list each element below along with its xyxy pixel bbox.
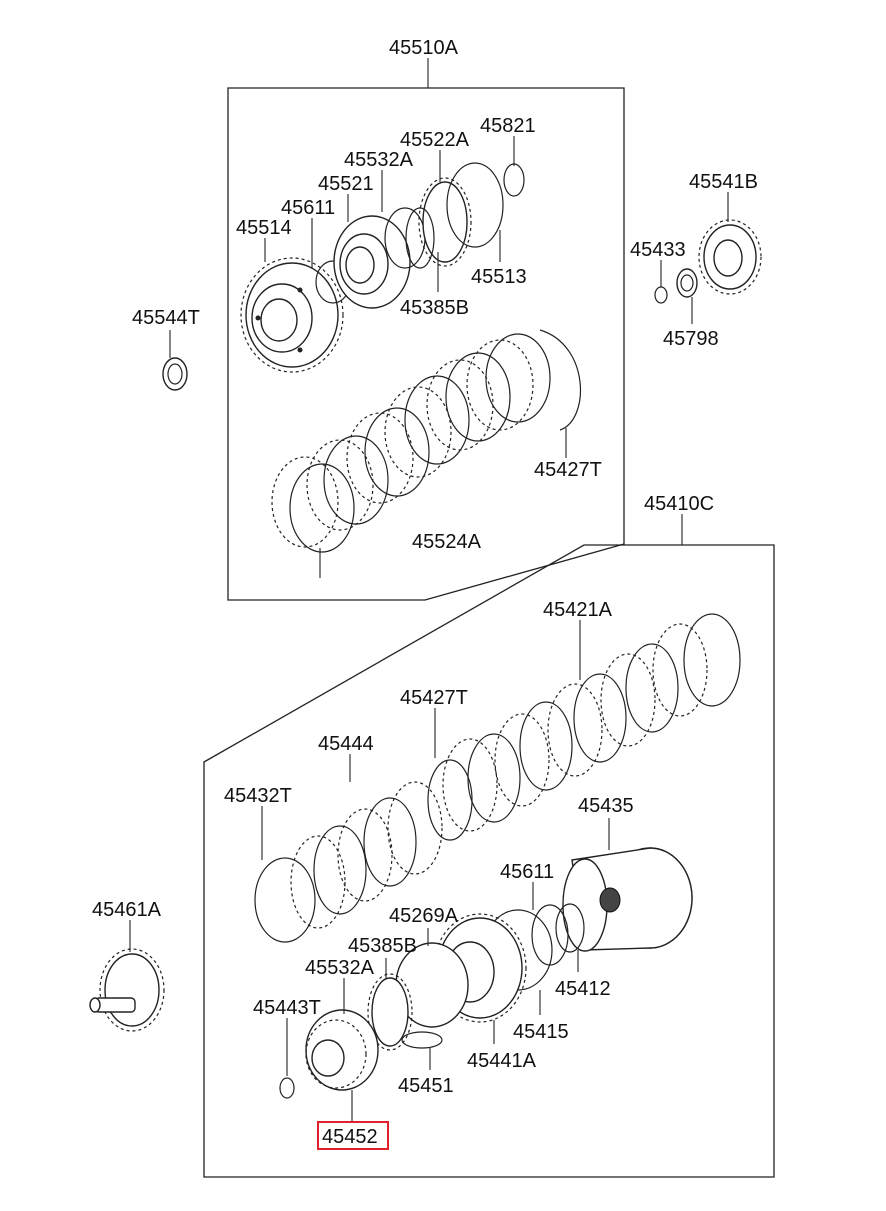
label-45410C[interactable]: 45410C [644, 493, 714, 515]
part-45443T-ring [279, 1077, 295, 1099]
part-45522A-spring [418, 177, 472, 267]
label-45451[interactable]: 45451 [398, 1075, 454, 1097]
part-45412-ring [555, 903, 585, 953]
part-45427T-mid-ring [427, 759, 473, 841]
label-45514[interactable]: 45514 [236, 217, 292, 239]
part-45514-gear-drum [240, 257, 344, 373]
label-45427T-mid[interactable]: 45427T [400, 687, 468, 709]
part-45524A-plates [271, 333, 551, 553]
label-45415[interactable]: 45415 [513, 1021, 569, 1043]
label-45441A[interactable]: 45441A [467, 1050, 537, 1072]
label-45269A[interactable]: 45269A [389, 905, 459, 927]
label-45521[interactable]: 45521 [318, 173, 374, 195]
label-45510A[interactable]: 45510A [389, 37, 459, 59]
label-45541B[interactable]: 45541B [689, 171, 758, 193]
label-45421A[interactable]: 45421A [543, 599, 613, 621]
label-45513[interactable]: 45513 [471, 266, 527, 288]
label-45532A-mid[interactable]: 45532A [305, 957, 375, 979]
label-45427T-top[interactable]: 45427T [534, 459, 602, 481]
part-45433-ring [654, 286, 668, 304]
part-45461A-gear [89, 948, 165, 1032]
upper-assembly-frame [227, 87, 625, 601]
part-45432T-ring [254, 857, 316, 943]
label-45435[interactable]: 45435 [578, 795, 634, 817]
label-45444[interactable]: 45444 [318, 733, 374, 755]
label-45522A[interactable]: 45522A [400, 129, 470, 151]
label-45532A-top[interactable]: 45532A [344, 149, 414, 171]
label-45432T[interactable]: 45432T [224, 785, 292, 807]
part-45385B-mid [367, 973, 413, 1051]
label-45611-top[interactable]: 45611 [281, 197, 335, 219]
label-45443T[interactable]: 45443T [253, 997, 321, 1019]
part-45544T-washer [162, 357, 188, 391]
part-45451-ring [401, 1031, 443, 1049]
part-45427T-top-ring [539, 329, 582, 431]
part-45444-plates [290, 781, 443, 929]
part-45821-ring [503, 163, 525, 197]
label-45544T[interactable]: 45544T [132, 307, 200, 329]
label-45385B-top[interactable]: 45385B [400, 297, 469, 319]
part-45385B-top-ring [405, 207, 435, 269]
part-45798-washer [676, 268, 698, 298]
label-45452[interactable]: 45452 [322, 1126, 378, 1148]
lower-assembly-frame [203, 544, 775, 1178]
part-45521-piston [333, 215, 411, 309]
part-45435-drum [562, 847, 693, 952]
highlight-box-45452 [317, 1121, 389, 1150]
label-45385B-mid[interactable]: 45385B [348, 935, 417, 957]
label-45798[interactable]: 45798 [663, 328, 719, 350]
label-45461A[interactable]: 45461A [92, 899, 162, 921]
part-45513-ring [446, 162, 504, 248]
part-45541B-gear [698, 219, 762, 295]
label-45412[interactable]: 45412 [555, 978, 611, 1000]
label-45433[interactable]: 45433 [630, 239, 686, 261]
part-45421A-plates [442, 613, 741, 832]
label-45524A[interactable]: 45524A [412, 531, 482, 553]
label-45611-mid[interactable]: 45611 [500, 861, 554, 883]
part-45452-hub [305, 1009, 379, 1091]
label-45821[interactable]: 45821 [480, 115, 536, 137]
